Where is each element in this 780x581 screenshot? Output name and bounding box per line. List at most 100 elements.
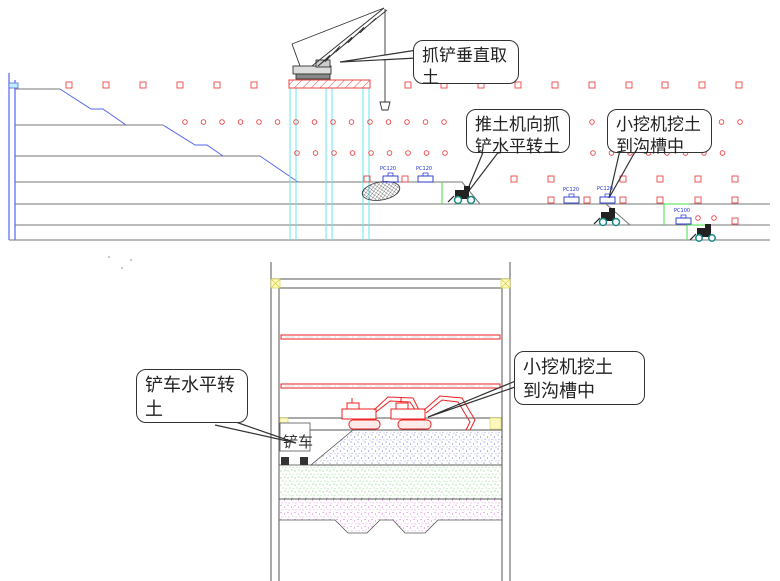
marker-circle	[711, 215, 717, 221]
marker-circle	[200, 119, 207, 125]
callout-line: 小挖机挖土	[616, 115, 701, 135]
equipment-tag: PC100	[674, 208, 692, 225]
marker-circle	[330, 119, 336, 125]
marker-circle	[237, 119, 244, 125]
marker-circle	[589, 119, 595, 125]
marker-circle	[368, 150, 374, 156]
marker-square	[547, 196, 555, 204]
equipment-tag-label: PC100	[674, 208, 690, 214]
ramp-slopes	[445, 181, 631, 226]
callout-tail-excavator	[608, 149, 637, 199]
equipment-tag: PC120	[563, 187, 580, 204]
marker-circle	[293, 119, 299, 125]
joint-marker	[489, 417, 502, 430]
soil-layer-middle	[278, 464, 503, 500]
soil-layer-upper	[309, 429, 503, 466]
marker-square	[694, 175, 702, 183]
callout-line: 铲水平转土	[475, 137, 560, 157]
callout-line: 铲车水平转	[145, 375, 235, 396]
spoil-heap	[361, 181, 401, 201]
marker-circle	[312, 150, 319, 156]
green-step-markers	[441, 182, 705, 240]
stepped-slope	[59, 88, 299, 183]
loader-label: 铲车	[283, 433, 313, 451]
marker-square	[102, 81, 110, 89]
marker-circle	[182, 119, 188, 125]
marker-square	[731, 217, 739, 225]
equipment-tag-label: PC120	[597, 186, 613, 192]
marker-circle	[695, 215, 701, 221]
steel-strut	[280, 383, 501, 389]
marker-square	[656, 196, 664, 204]
marker-square	[731, 175, 739, 183]
marker-square	[401, 175, 409, 183]
equipment-tag-label: PC120	[416, 166, 432, 172]
marker-circle	[719, 150, 726, 156]
bulldozer-icon	[593, 208, 621, 227]
marker-square	[656, 175, 664, 183]
marker-square	[619, 196, 627, 204]
soil-layer-lower	[278, 498, 503, 534]
callout-tail-loader	[214, 419, 297, 444]
equipment-tag-label: PC120	[380, 166, 396, 172]
excavation-levels	[9, 88, 770, 241]
marker-circle	[294, 150, 300, 156]
marker-circle	[442, 150, 448, 156]
marker-circle	[423, 150, 430, 156]
grid-markers-square	[65, 81, 743, 225]
marker-square	[404, 81, 412, 89]
callout-line: 到沟槽中	[616, 137, 684, 157]
marker-square	[698, 81, 706, 89]
marker-square	[510, 175, 518, 183]
excavator-icon	[390, 395, 476, 431]
wall-joints	[270, 278, 511, 289]
marker-circle	[219, 119, 225, 125]
callout-small-excavator-top: 小挖机挖土 到沟槽中	[607, 109, 712, 157]
marker-square	[250, 81, 258, 89]
callout-line: 土	[145, 399, 163, 420]
bulldozer-icon	[447, 186, 476, 205]
marker-square	[514, 81, 522, 89]
marker-square	[583, 196, 591, 204]
callout-grab-excavation: 抓铲垂直取 土	[413, 40, 519, 88]
crawler-crane-icon	[291, 7, 391, 111]
callout-line: 推土机向抓	[475, 115, 560, 135]
callout-line: 到沟槽中	[523, 381, 595, 402]
marker-circle	[385, 119, 392, 125]
grab-piles	[289, 88, 370, 240]
marker-circle	[311, 119, 318, 125]
marker-square	[547, 175, 555, 183]
marker-square	[694, 196, 702, 204]
marker-square	[588, 81, 596, 89]
bottom-section: 铲车	[214, 262, 519, 581]
equipment-tag-label: PC120	[563, 187, 579, 193]
steel-strut	[280, 334, 501, 340]
marker-circle	[737, 119, 743, 125]
marker-circle	[441, 119, 447, 125]
callout-loader-transfer: 铲车水平转 土	[136, 369, 248, 423]
crane-platform	[288, 79, 371, 89]
marker-circle	[718, 119, 725, 125]
marker-square	[735, 81, 743, 89]
callout-bulldozer-transfer: 推土机向抓 铲水平转土	[466, 109, 570, 157]
callout-tail-bottom-excavator	[427, 379, 519, 418]
marker-circle	[256, 119, 262, 125]
marker-circle	[590, 150, 596, 156]
callout-line: 小挖机挖土	[523, 357, 613, 378]
marker-circle	[349, 150, 356, 156]
marker-square	[176, 81, 184, 89]
equipment-tag: PC120	[597, 186, 616, 204]
marker-square	[661, 81, 669, 89]
marker-circle	[422, 119, 429, 125]
loader-icon: 铲车	[279, 422, 313, 465]
marker-square	[139, 81, 147, 89]
marker-circle	[331, 150, 337, 156]
marker-circle	[404, 119, 410, 125]
bulldozer-icon	[689, 224, 716, 242]
equipment-tag: PC120	[380, 166, 399, 183]
marker-square	[363, 175, 371, 183]
marker-square	[213, 81, 221, 89]
callout-line: 土	[422, 68, 439, 88]
